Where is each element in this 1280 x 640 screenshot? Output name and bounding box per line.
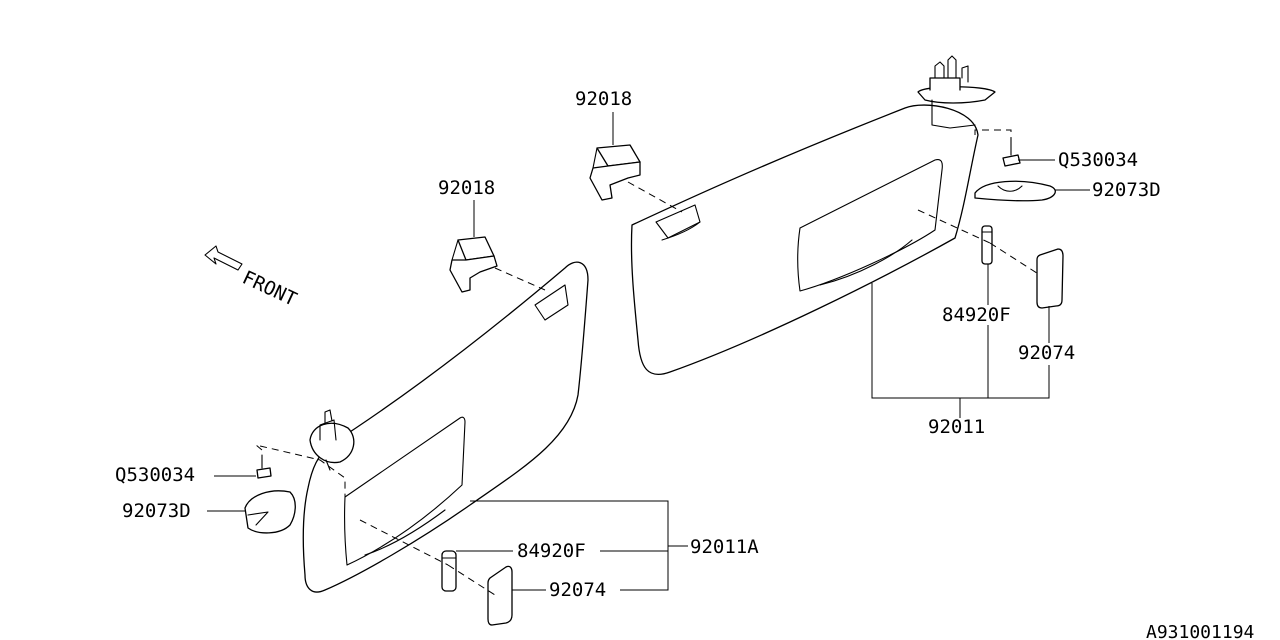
front-label: FRONT <box>239 267 300 311</box>
label-screw-right: Q530034 <box>1058 149 1138 171</box>
assembly-line-left-screw <box>255 444 346 498</box>
mirror-left <box>487 565 513 626</box>
label-mirror-left: 92074 <box>549 579 606 601</box>
visor-right <box>630 104 979 376</box>
assembly-line-right-screw <box>974 129 1012 138</box>
assembly-line-left-pin <box>359 519 449 566</box>
label-hook-right: 92018 <box>575 88 632 110</box>
front-arrow-icon <box>204 245 243 271</box>
assembly-line-right-hook <box>627 181 683 213</box>
assembly-line-right-pin <box>917 209 991 244</box>
cover-right <box>974 180 1056 202</box>
label-visor-right: 92011 <box>928 416 985 438</box>
label-hook-left: 92018 <box>438 177 495 199</box>
label-cover-left: 92073D <box>122 500 191 522</box>
label-screw-left: Q530034 <box>115 464 195 486</box>
pin-right <box>981 225 993 265</box>
assembly-line-left-hook <box>494 267 546 291</box>
pin-left <box>441 550 457 592</box>
hook-right <box>589 144 641 201</box>
label-mirror-right: 92074 <box>1018 342 1075 364</box>
assembly-line-left-mirror <box>447 564 496 596</box>
label-visor-left: 92011A <box>690 536 759 558</box>
hook-left <box>449 236 498 293</box>
visor-left-pivot-bracket <box>309 409 355 471</box>
label-pin-right: 84920F <box>942 304 1011 326</box>
mirror-right <box>1036 248 1064 309</box>
cover-left <box>244 490 296 534</box>
screw-right <box>1002 137 1021 167</box>
label-cover-right: 92073D <box>1092 179 1161 201</box>
screw-left <box>256 454 272 479</box>
visor-left <box>302 261 589 593</box>
label-pin-left: 84920F <box>517 540 586 562</box>
diagram-id: A931001194 <box>1146 622 1254 640</box>
assembly-line-right-mirror <box>989 242 1041 276</box>
visor-right-pivot-bracket <box>917 55 996 129</box>
